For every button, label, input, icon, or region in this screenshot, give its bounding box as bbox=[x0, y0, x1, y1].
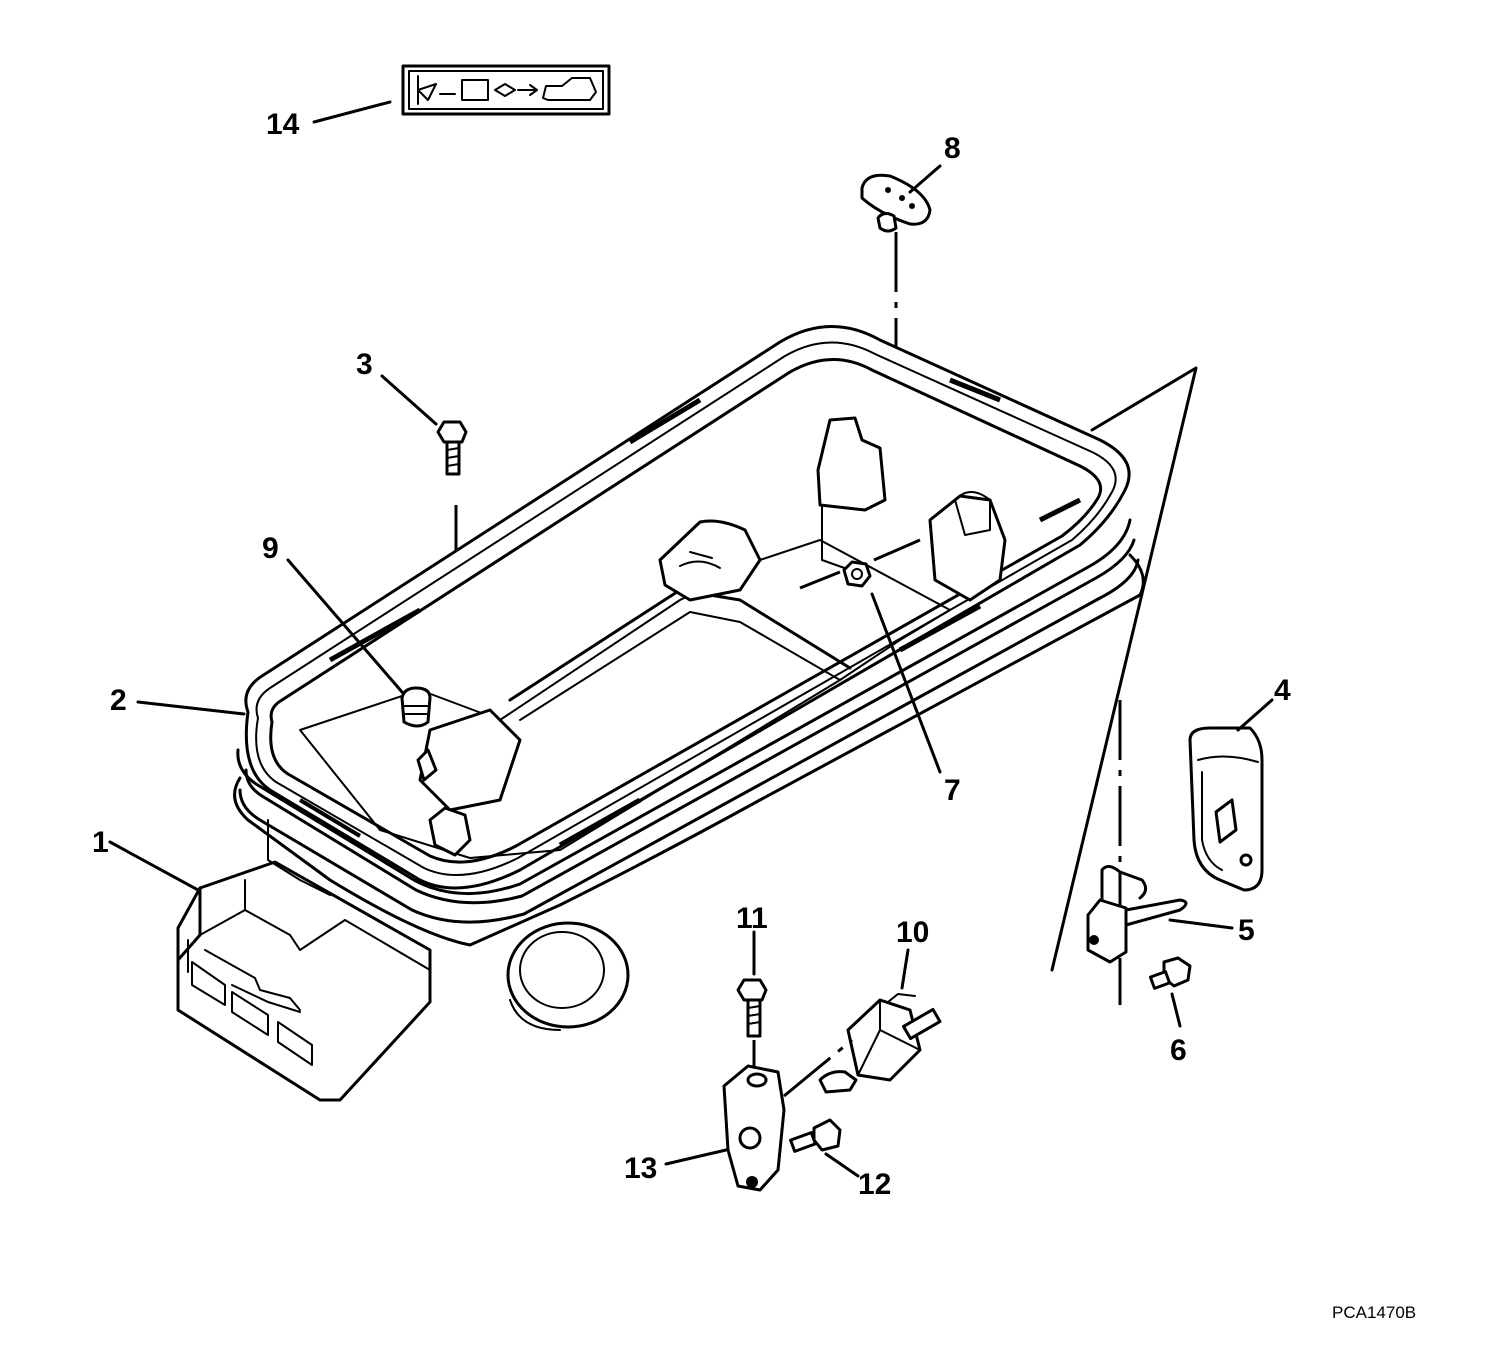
cowling-seal-part-2 bbox=[236, 325, 1140, 924]
callout-5: 5 bbox=[1238, 914, 1255, 947]
callout-1: 1 bbox=[92, 826, 109, 859]
callout-6: 6 bbox=[1170, 1034, 1187, 1067]
callout-14: 14 bbox=[266, 108, 300, 141]
callout-4: 4 bbox=[1274, 674, 1291, 707]
nut-part-7 bbox=[842, 560, 872, 588]
latch-part-5 bbox=[1086, 865, 1188, 964]
callout-3: 3 bbox=[356, 348, 373, 381]
assembly-guide-lines bbox=[1050, 366, 1198, 1005]
bolt-part-11 bbox=[736, 978, 768, 1038]
callout-labels: 1 2 3 4 5 6 7 8 9 10 11 12 13 14 bbox=[92, 108, 1291, 1201]
callout-2: 2 bbox=[110, 684, 127, 717]
cowling-interior bbox=[299, 416, 1007, 859]
callout-9: 9 bbox=[262, 532, 279, 565]
grommet-part-9 bbox=[400, 686, 432, 728]
callout-13: 13 bbox=[624, 1152, 657, 1185]
callout-10: 10 bbox=[896, 916, 929, 949]
bracket-part-13 bbox=[722, 1064, 786, 1192]
leader-lines bbox=[108, 100, 1274, 1178]
fitting-part-10 bbox=[818, 993, 942, 1094]
screw-part-12 bbox=[789, 1118, 842, 1153]
bolt-part-3 bbox=[436, 420, 468, 476]
callout-7: 7 bbox=[944, 774, 961, 807]
callout-12: 12 bbox=[858, 1168, 891, 1201]
callout-11: 11 bbox=[736, 902, 768, 935]
cap-part-8 bbox=[860, 173, 932, 233]
screw-part-6 bbox=[1148, 956, 1192, 990]
decal-part-14 bbox=[401, 64, 611, 116]
lower-cowling-part-1 bbox=[176, 553, 1145, 1102]
figure-code: PCA1470B bbox=[1332, 1303, 1416, 1322]
callout-8: 8 bbox=[944, 132, 961, 165]
handle-part-4 bbox=[1188, 726, 1264, 892]
